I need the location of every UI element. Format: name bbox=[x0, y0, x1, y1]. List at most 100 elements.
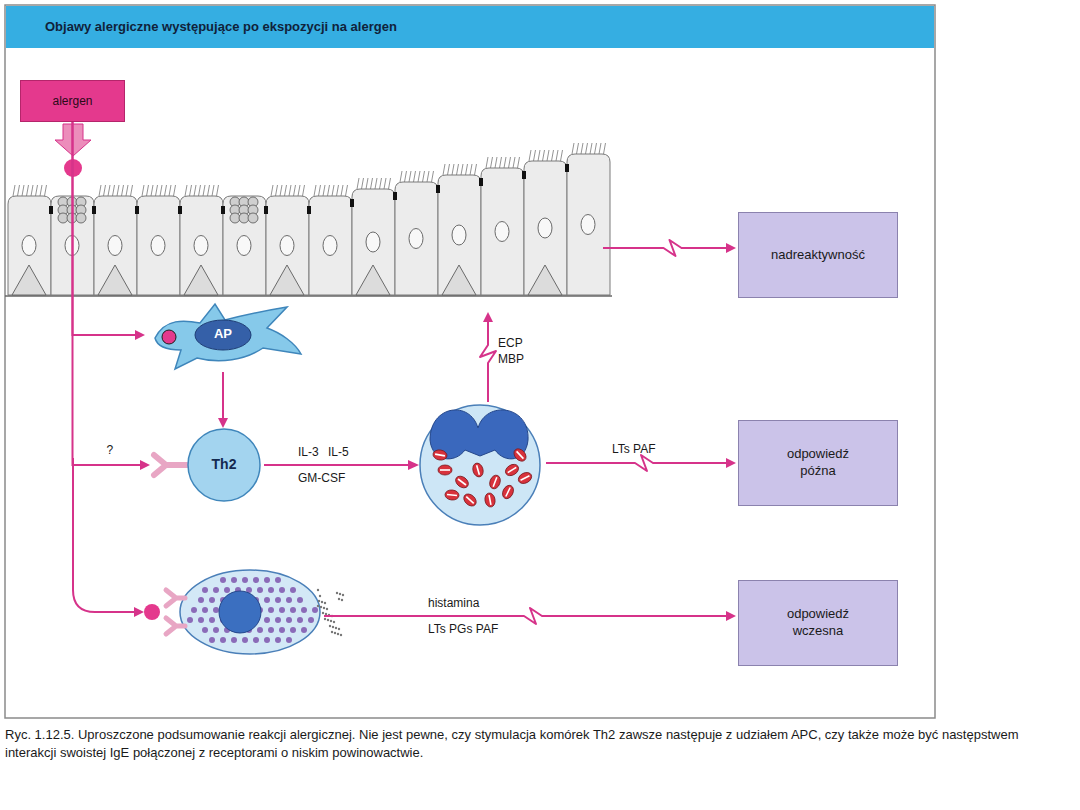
cilium bbox=[590, 143, 592, 154]
mast-granule bbox=[301, 607, 307, 613]
released-granule bbox=[338, 628, 340, 630]
basal-cell bbox=[98, 265, 132, 295]
mediator-label: LTs PAF bbox=[612, 442, 656, 456]
goblet-granule bbox=[230, 213, 240, 223]
cilium bbox=[45, 185, 47, 196]
mast-granule bbox=[268, 627, 274, 633]
cilium bbox=[534, 150, 536, 161]
cilium bbox=[31, 185, 33, 196]
arrowhead bbox=[408, 460, 419, 470]
arrowhead bbox=[726, 458, 736, 468]
cilium bbox=[147, 185, 149, 196]
released-granule bbox=[334, 632, 336, 634]
cilium bbox=[285, 185, 287, 196]
tight-junction bbox=[135, 206, 139, 214]
tight-junction bbox=[436, 185, 440, 193]
mediator-arrows bbox=[324, 240, 736, 624]
basal-cell bbox=[270, 265, 304, 295]
eosinophil bbox=[420, 405, 540, 525]
cilium bbox=[36, 185, 38, 196]
granule bbox=[488, 474, 502, 491]
granule bbox=[516, 470, 533, 485]
mast-granule bbox=[290, 627, 296, 633]
mast-granule bbox=[279, 607, 285, 613]
node-text: odpowiedź wczesna bbox=[773, 606, 863, 640]
cell-nucleus bbox=[151, 236, 165, 256]
cilium bbox=[217, 185, 219, 196]
arrowhead bbox=[135, 330, 145, 340]
cell-nucleus bbox=[366, 232, 380, 252]
cilium bbox=[457, 164, 459, 175]
granule bbox=[445, 489, 460, 500]
cilium bbox=[337, 185, 339, 196]
tight-junction bbox=[522, 171, 526, 179]
tight-junction bbox=[479, 178, 483, 186]
mast-granule bbox=[264, 577, 270, 583]
title-band bbox=[6, 6, 934, 48]
cilium bbox=[448, 164, 450, 175]
released-granule bbox=[342, 594, 344, 596]
arrowhead bbox=[726, 243, 736, 253]
released-granule bbox=[320, 606, 322, 608]
tight-junction bbox=[350, 199, 354, 207]
node-text: AP bbox=[195, 326, 251, 341]
epithelial-cell bbox=[180, 196, 223, 295]
node-text: odpowiedź późna bbox=[773, 446, 863, 480]
cilium bbox=[466, 164, 468, 175]
mast-granule bbox=[275, 597, 281, 603]
cilium bbox=[190, 185, 192, 196]
cilium bbox=[174, 185, 176, 196]
cilium bbox=[99, 185, 101, 196]
cilium bbox=[104, 185, 106, 196]
diagram-title: Objawy alergiczne występujące po ekspozy… bbox=[45, 19, 397, 34]
mast-granule bbox=[275, 637, 281, 643]
mast-granule bbox=[231, 577, 237, 583]
mast-granule bbox=[286, 617, 292, 623]
allergen-trunk bbox=[73, 458, 136, 612]
cilium bbox=[405, 171, 407, 182]
cilium bbox=[604, 143, 606, 154]
mast-granule bbox=[279, 587, 285, 593]
tight-junction bbox=[307, 206, 311, 214]
mast-granule bbox=[286, 597, 292, 603]
connector-line bbox=[73, 122, 142, 465]
cilium bbox=[341, 185, 343, 196]
mast-granule bbox=[297, 597, 303, 603]
epithelium bbox=[5, 143, 612, 296]
goblet-granule bbox=[58, 213, 68, 223]
mast-granule bbox=[213, 627, 219, 633]
arrowhead bbox=[218, 418, 228, 428]
cell-nucleus bbox=[323, 236, 337, 256]
outcome-box: odpowiedź wczesna bbox=[738, 580, 898, 666]
mast-granule bbox=[209, 617, 215, 623]
released-granule bbox=[324, 618, 326, 620]
released-granule bbox=[326, 608, 328, 610]
granule bbox=[471, 462, 484, 478]
epithelial-cell bbox=[567, 154, 610, 295]
mediator-arrow bbox=[324, 608, 726, 624]
arrowhead bbox=[726, 611, 736, 621]
cilium bbox=[289, 185, 291, 196]
mast-granule bbox=[213, 607, 219, 613]
outcome-box: nadreaktywność bbox=[738, 212, 898, 298]
cilium bbox=[271, 185, 273, 196]
cilium bbox=[475, 164, 477, 175]
cell-nucleus bbox=[22, 236, 36, 256]
cell-nucleus bbox=[280, 236, 294, 256]
cilium bbox=[375, 178, 377, 189]
cilium bbox=[581, 143, 583, 154]
cilium bbox=[443, 164, 445, 175]
frame bbox=[5, 5, 935, 718]
cilium bbox=[543, 150, 545, 161]
cilium bbox=[586, 143, 588, 154]
epithelial-cell bbox=[223, 196, 266, 295]
cell-outline bbox=[150, 428, 262, 502]
tight-junction bbox=[92, 206, 96, 214]
mast-granule bbox=[213, 587, 219, 593]
mediator-label: MBP bbox=[498, 352, 524, 366]
released-granule bbox=[321, 601, 323, 603]
cilium bbox=[538, 150, 540, 161]
mast-granule bbox=[242, 637, 248, 643]
mast-granule bbox=[209, 637, 215, 643]
